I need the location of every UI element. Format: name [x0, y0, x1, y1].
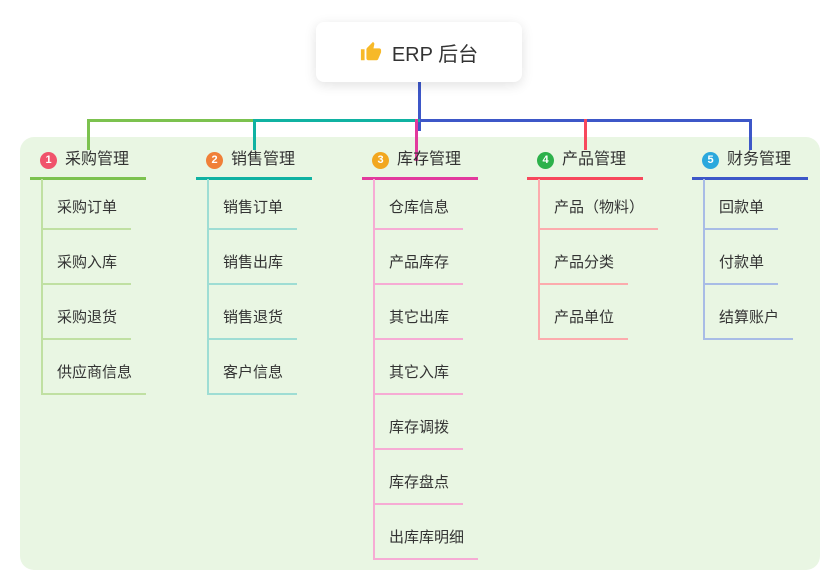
branch-title: 销售管理: [231, 151, 296, 168]
root-title: ERP 后台: [391, 43, 479, 66]
branch-trunk-line: [207, 179, 209, 395]
branch-title: 财务管理: [727, 151, 792, 168]
branch-trunk-line: [538, 179, 540, 340]
child-node[interactable]: 客户信息: [207, 363, 298, 395]
child-node[interactable]: 供应商信息: [41, 363, 147, 395]
branch-title: 产品管理: [562, 151, 627, 168]
connector-drop-5: [749, 119, 752, 150]
child-node[interactable]: 产品分类: [538, 253, 629, 285]
branch-trunk-line: [41, 179, 43, 395]
child-node[interactable]: 采购订单: [41, 198, 132, 230]
branch-header-3[interactable]: 3 库存管理: [362, 150, 478, 180]
connector-drop-3: [415, 119, 418, 161]
root-node[interactable]: ERP 后台: [316, 22, 522, 82]
child-node[interactable]: 仓库信息: [373, 198, 464, 230]
child-node[interactable]: 其它入库: [373, 363, 464, 395]
branch-title: 采购管理: [65, 151, 130, 168]
branches-panel: [20, 137, 820, 570]
child-node[interactable]: 采购退货: [41, 308, 132, 340]
branch-trunk-line: [703, 179, 705, 340]
branch-number-badge: 1: [40, 151, 57, 169]
thumbs-up-icon: [360, 41, 382, 63]
branch-header-1[interactable]: 1 采购管理: [30, 150, 146, 180]
child-node[interactable]: 销售订单: [207, 198, 298, 230]
branch-title: 库存管理: [397, 151, 462, 168]
child-node[interactable]: 采购入库: [41, 253, 132, 285]
connector-drop-2: [253, 119, 256, 150]
branch-number-badge: 5: [702, 151, 719, 169]
branch-header-2[interactable]: 2 销售管理: [196, 150, 312, 180]
child-node[interactable]: 产品单位: [538, 308, 629, 340]
branch-number-badge: 4: [537, 151, 554, 169]
connector-segment-purchase: [88, 119, 254, 122]
child-node[interactable]: 库存盘点: [373, 473, 464, 505]
child-node[interactable]: 结算账户: [703, 308, 794, 340]
root-connector-line: [418, 82, 421, 131]
child-node[interactable]: 销售出库: [207, 253, 298, 285]
child-node[interactable]: 库存调拨: [373, 418, 464, 450]
connector-segment-sales: [254, 119, 420, 122]
child-node[interactable]: 产品（物料）: [538, 198, 659, 230]
branch-number-badge: 2: [206, 151, 223, 169]
connector-drop-1: [87, 119, 90, 150]
child-node[interactable]: 销售退货: [207, 308, 298, 340]
branch-number-badge: 3: [372, 151, 389, 169]
child-node[interactable]: 出库库明细: [373, 528, 479, 560]
branch-header-4[interactable]: 4 产品管理: [527, 150, 643, 180]
child-node[interactable]: 付款单: [703, 253, 779, 285]
child-node[interactable]: 产品库存: [373, 253, 464, 285]
child-node[interactable]: 其它出库: [373, 308, 464, 340]
child-node[interactable]: 回款单: [703, 198, 779, 230]
branch-trunk-line: [373, 179, 375, 560]
branch-header-5[interactable]: 5 财务管理: [692, 150, 808, 180]
connector-drop-4: [584, 119, 587, 150]
